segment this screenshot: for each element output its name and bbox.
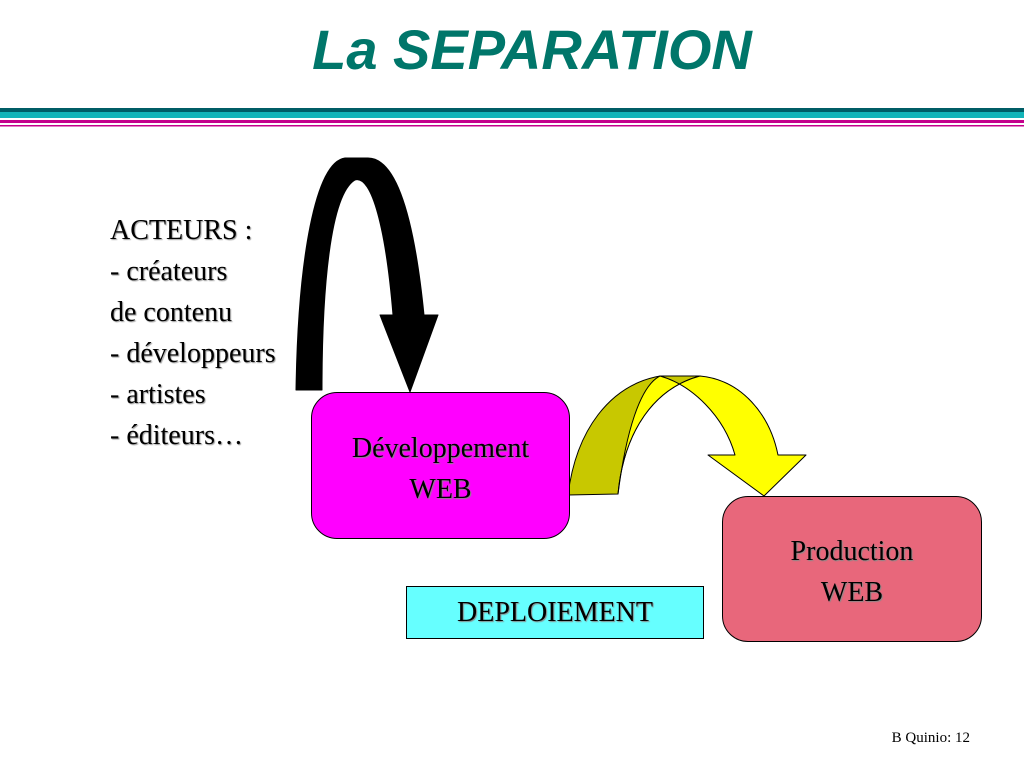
- actors-heading: ACTEURS :: [110, 215, 253, 246]
- development-box-line1: Développement: [351, 433, 530, 464]
- actor-item: de contenu: [110, 297, 233, 328]
- title-divider: [0, 108, 1024, 127]
- magenta-rule: [0, 120, 1024, 123]
- production-box-line2: WEB: [820, 577, 884, 608]
- curved-arrow-back: [567, 375, 701, 496]
- slide-title: La SEPARATION: [312, 18, 752, 81]
- actor-item: - développeurs: [110, 338, 276, 369]
- magenta-rule-thin: [0, 125, 1024, 127]
- actor-item: - éditeurs…: [110, 420, 243, 451]
- curved-arrow: [617, 375, 807, 497]
- actor-item: - artistes: [110, 379, 206, 410]
- production-box-line1: Production: [790, 536, 914, 567]
- actors-list: ACTEURS : - créateurs de contenu - dével…: [110, 210, 410, 456]
- teal-rule-light: [0, 112, 1024, 118]
- teal-rule: [0, 108, 1024, 113]
- production-web-box: Production WEB: [722, 496, 982, 642]
- development-web-box: Développement WEB: [311, 392, 570, 539]
- development-box-line2: WEB: [409, 474, 472, 505]
- actor-item: - créateurs: [110, 256, 228, 287]
- slide-footer: B Quinio: 12: [891, 730, 970, 746]
- loop-arrow: [295, 157, 439, 393]
- deployment-box: DEPLOIEMENT: [406, 586, 704, 639]
